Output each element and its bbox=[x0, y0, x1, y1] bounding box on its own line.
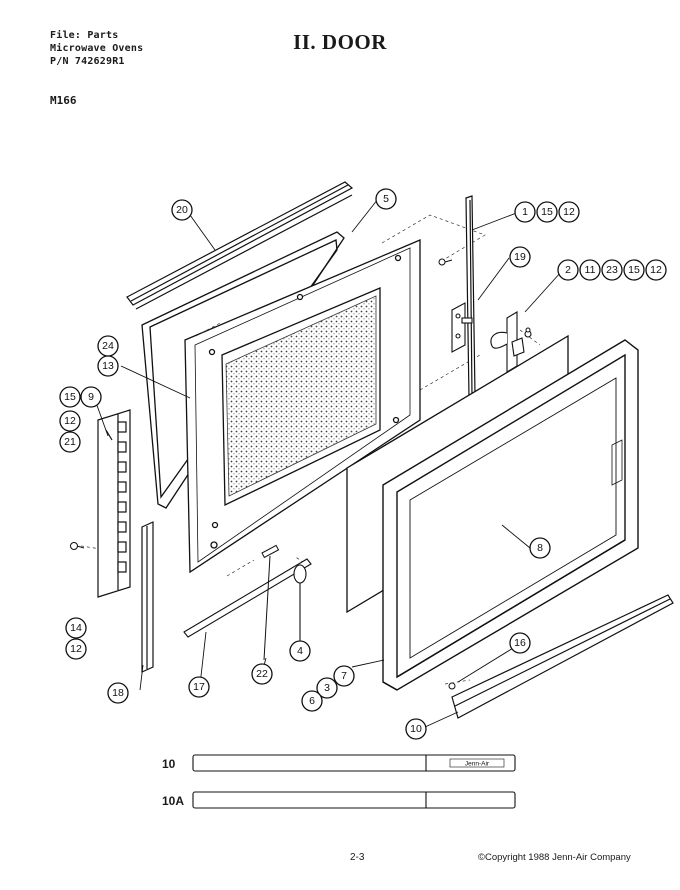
svg-text:3: 3 bbox=[324, 682, 330, 694]
product-label: Microwave Ovens bbox=[50, 43, 144, 54]
callout-17: 17 bbox=[188, 676, 210, 698]
callout-19: 19 bbox=[509, 246, 531, 268]
latch-bracket bbox=[451, 302, 473, 353]
svg-text:14: 14 bbox=[70, 622, 82, 634]
hinge-screw bbox=[70, 542, 85, 550]
trim-label-10a: 10A bbox=[162, 794, 185, 808]
callout-15-top: 15 bbox=[536, 201, 558, 223]
svg-text:22: 22 bbox=[256, 668, 268, 680]
trim-label-10: 10 bbox=[162, 757, 176, 771]
callout-9: 9 bbox=[80, 386, 102, 408]
svg-text:6: 6 bbox=[309, 695, 315, 707]
hook-latch bbox=[490, 311, 532, 373]
door-shaft bbox=[261, 544, 280, 661]
leader-lines bbox=[93, 198, 562, 728]
callout-6: 6 bbox=[301, 690, 323, 712]
svg-text:12: 12 bbox=[70, 643, 82, 655]
svg-text:8: 8 bbox=[537, 542, 543, 554]
svg-text:20: 20 bbox=[176, 204, 188, 216]
page-title: II. DOOR bbox=[293, 30, 387, 54]
callout-22: 22 bbox=[251, 663, 273, 685]
callout-12-screw: 12 bbox=[65, 638, 87, 660]
svg-text:23: 23 bbox=[606, 264, 618, 276]
callout-24: 24 bbox=[97, 335, 119, 357]
side-strip bbox=[141, 521, 154, 673]
trim-strip-10a bbox=[192, 791, 516, 809]
callout-8: 8 bbox=[529, 537, 551, 559]
svg-text:12: 12 bbox=[64, 415, 76, 427]
trim-screw bbox=[448, 682, 456, 690]
callout-12-hinge: 12 bbox=[59, 410, 81, 432]
top-seal-strip bbox=[126, 181, 354, 310]
callout-18: 18 bbox=[107, 682, 129, 704]
svg-text:1: 1 bbox=[522, 206, 528, 218]
lower-trim-strip bbox=[451, 594, 674, 719]
svg-text:18: 18 bbox=[112, 687, 124, 699]
svg-text:5: 5 bbox=[383, 193, 389, 205]
door-plug bbox=[293, 564, 307, 640]
bottom-strip bbox=[183, 558, 312, 638]
trim-strip-10 bbox=[192, 754, 516, 772]
svg-text:19: 19 bbox=[514, 251, 526, 263]
hinge bbox=[97, 409, 131, 598]
callout-12-latch: 12 bbox=[645, 259, 667, 281]
callout-13: 13 bbox=[97, 355, 119, 377]
svg-text:17: 17 bbox=[193, 681, 205, 693]
svg-text:2: 2 bbox=[565, 264, 571, 276]
callout-7: 7 bbox=[333, 665, 355, 687]
page-number: 2-3 bbox=[350, 852, 365, 863]
svg-text:11: 11 bbox=[585, 264, 596, 276]
copyright-notice: ©Copyright 1988 Jenn-Air Company bbox=[478, 852, 631, 863]
part-number-label: P/N 742629R1 bbox=[50, 56, 125, 67]
callout-16: 16 bbox=[509, 632, 531, 654]
latch-rod bbox=[465, 195, 476, 399]
trim-brand-logo: Jenn-Air bbox=[465, 761, 490, 768]
svg-text:4: 4 bbox=[297, 645, 303, 657]
svg-text:24: 24 bbox=[102, 340, 114, 352]
callout-4: 4 bbox=[289, 640, 311, 662]
callout-10: 10 bbox=[405, 718, 427, 740]
callout-3: 3 bbox=[316, 677, 338, 699]
callout-23: 23 bbox=[601, 259, 623, 281]
svg-text:13: 13 bbox=[102, 360, 114, 372]
svg-text:10: 10 bbox=[410, 723, 422, 735]
svg-text:16: 16 bbox=[514, 637, 526, 649]
callout-11: 11 bbox=[579, 259, 601, 281]
callout-20: 20 bbox=[171, 199, 193, 221]
outer-door-frame bbox=[382, 339, 639, 691]
callout-15-latch: 15 bbox=[623, 259, 645, 281]
callout-2: 2 bbox=[557, 259, 579, 281]
callout-5: 5 bbox=[375, 188, 397, 210]
svg-text:7: 7 bbox=[341, 670, 347, 682]
file-label: File: Parts bbox=[50, 30, 119, 41]
inner-door-panel bbox=[184, 239, 421, 574]
callout-12-top: 12 bbox=[558, 201, 580, 223]
callout-1: 1 bbox=[514, 201, 536, 223]
svg-text:12: 12 bbox=[563, 206, 575, 218]
svg-text:15: 15 bbox=[541, 206, 553, 218]
svg-text:9: 9 bbox=[88, 391, 94, 403]
callout-14: 14 bbox=[65, 617, 87, 639]
svg-text:15: 15 bbox=[64, 391, 76, 403]
model-number: M166 bbox=[50, 94, 77, 107]
svg-text:21: 21 bbox=[64, 436, 76, 448]
callout-15-hinge: 15 bbox=[59, 386, 81, 408]
callout-21: 21 bbox=[59, 431, 81, 453]
svg-text:15: 15 bbox=[628, 264, 640, 276]
svg-text:12: 12 bbox=[650, 264, 662, 276]
latch-screws bbox=[438, 258, 531, 333]
